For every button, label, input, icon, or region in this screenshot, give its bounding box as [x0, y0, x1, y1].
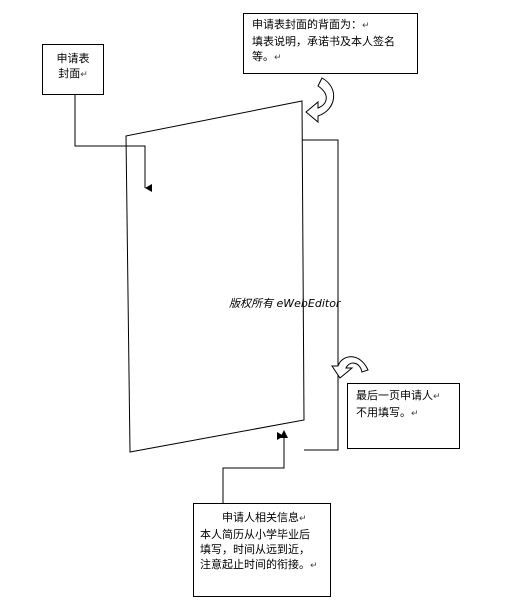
paragraph-mark-icon: ↵ [411, 409, 419, 419]
paragraph-mark-icon: ↵ [274, 53, 282, 63]
applicant-info-line2: 本人简历从小学毕业后 [200, 528, 310, 541]
cover-label-box: 申请表 封面↵ [42, 44, 104, 95]
paragraph-mark-icon: ↵ [299, 514, 307, 524]
applicant-info-line4: 注意起止时间的衔接。 [200, 558, 310, 571]
cover-label-line2: 封面 [58, 67, 81, 80]
cover-connector-arrow [74, 95, 152, 192]
last-page-line2: 不用填写。 [356, 406, 411, 419]
flip-back-curved-arrow [305, 77, 334, 124]
info-connector-arrowhead [280, 430, 288, 438]
last-page-line1: 最后一页申请人 [356, 389, 433, 402]
cover-back-line2: 填表说明，承诺书及本人签名 [252, 35, 395, 48]
paragraph-mark-icon: ↵ [362, 21, 370, 31]
cover-label-line1: 申请表 [56, 52, 90, 65]
cover-back-line1: 申请表封面的背面为： [252, 18, 362, 31]
cover-back-line3: 等。 [252, 50, 274, 63]
cover-back-label-box: 申请表封面的背面为：↵ 填表说明，承诺书及本人签名 等。↵ [243, 13, 418, 74]
watermark-text: 版权所有 eWebEditor [229, 297, 341, 310]
paragraph-mark-icon: ↵ [433, 392, 441, 402]
applicant-info-line3: 填写，时间从远到近， [200, 543, 310, 556]
front-cover-page [125, 100, 305, 453]
applicant-info-label-box: 申请人相关信息↵ 本人简历从小学毕业后 填写，时间从远到近， 注意起止时间的衔接… [193, 503, 331, 597]
back-page [296, 139, 339, 451]
paragraph-mark-icon: ↵ [80, 70, 88, 80]
info-connector-arrow [222, 432, 285, 503]
paragraph-mark-icon: ↵ [310, 561, 318, 571]
last-page-label-box: 最后一页申请人↵ 不用填写。↵ [347, 383, 460, 449]
applicant-info-line1: 申请人相关信息 [222, 511, 299, 524]
last-page-curved-arrow [331, 356, 369, 379]
